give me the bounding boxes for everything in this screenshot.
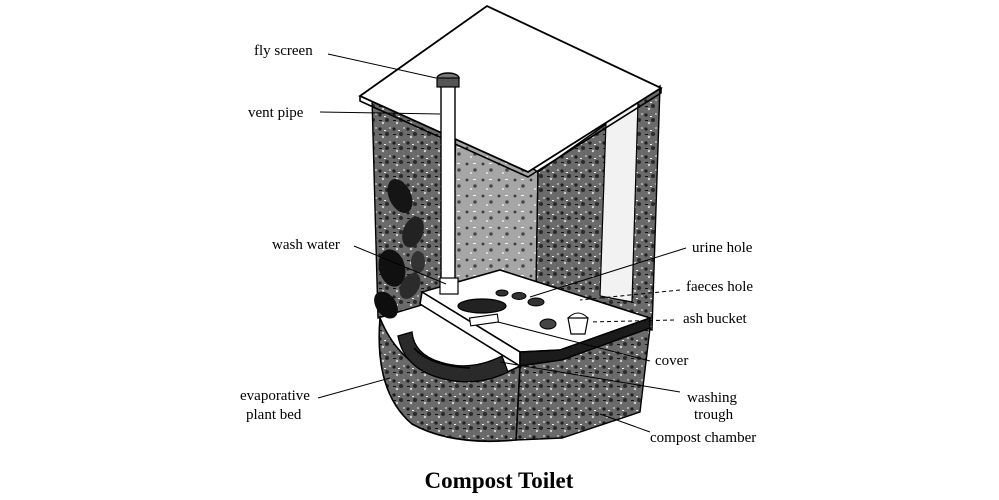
leader-evaporative-plant-bed: [317, 377, 391, 399]
figure-caption: Compost Toilet: [425, 468, 574, 493]
washing-trough: [397, 331, 509, 383]
fly-screen-collar: [436, 77, 460, 88]
leader-vent-pipe: [319, 111, 441, 115]
leader-washing-trough: [499, 361, 681, 393]
leader-lines: [317, 53, 687, 433]
urine-hole: [511, 292, 527, 300]
wash-water-bowl: [439, 277, 459, 295]
label-faeces-hole: faeces hole: [686, 279, 753, 295]
label-cover: cover: [655, 353, 688, 369]
ash-bucket: [567, 317, 589, 335]
label-washing-trough-line2: trough: [694, 407, 734, 423]
leader-faeces-hole: [579, 289, 681, 301]
label-compost-chamber: compost chamber: [650, 430, 756, 446]
label-ash-bucket: ash bucket: [683, 311, 748, 327]
label-wash-water: wash water: [272, 237, 340, 253]
faeces-hole: [457, 298, 507, 314]
label-vent-pipe: vent pipe: [248, 105, 304, 121]
right-wall-opening: [599, 100, 639, 303]
roof-edge: [359, 88, 662, 178]
toilet-illustration: [358, 4, 663, 443]
labels: fly screen vent pipe wash water urine ho…: [240, 43, 756, 446]
leader-fly-screen: [327, 53, 437, 79]
label-fly-screen: fly screen: [254, 43, 313, 59]
label-evaporative-line1: evaporative: [240, 388, 310, 404]
label-urine-hole: urine hole: [692, 240, 753, 256]
hole-cover: [468, 313, 500, 327]
leader-wash-water: [353, 245, 447, 285]
leader-ash-bucket: [589, 319, 675, 323]
label-washing-trough-line1: washing: [687, 390, 737, 406]
vent-pipe: [440, 83, 456, 281]
leader-cover: [497, 321, 651, 362]
label-evaporative-line2: plant bed: [246, 407, 302, 423]
leader-compost-chamber: [599, 413, 651, 433]
leader-urine-hole: [529, 247, 687, 298]
